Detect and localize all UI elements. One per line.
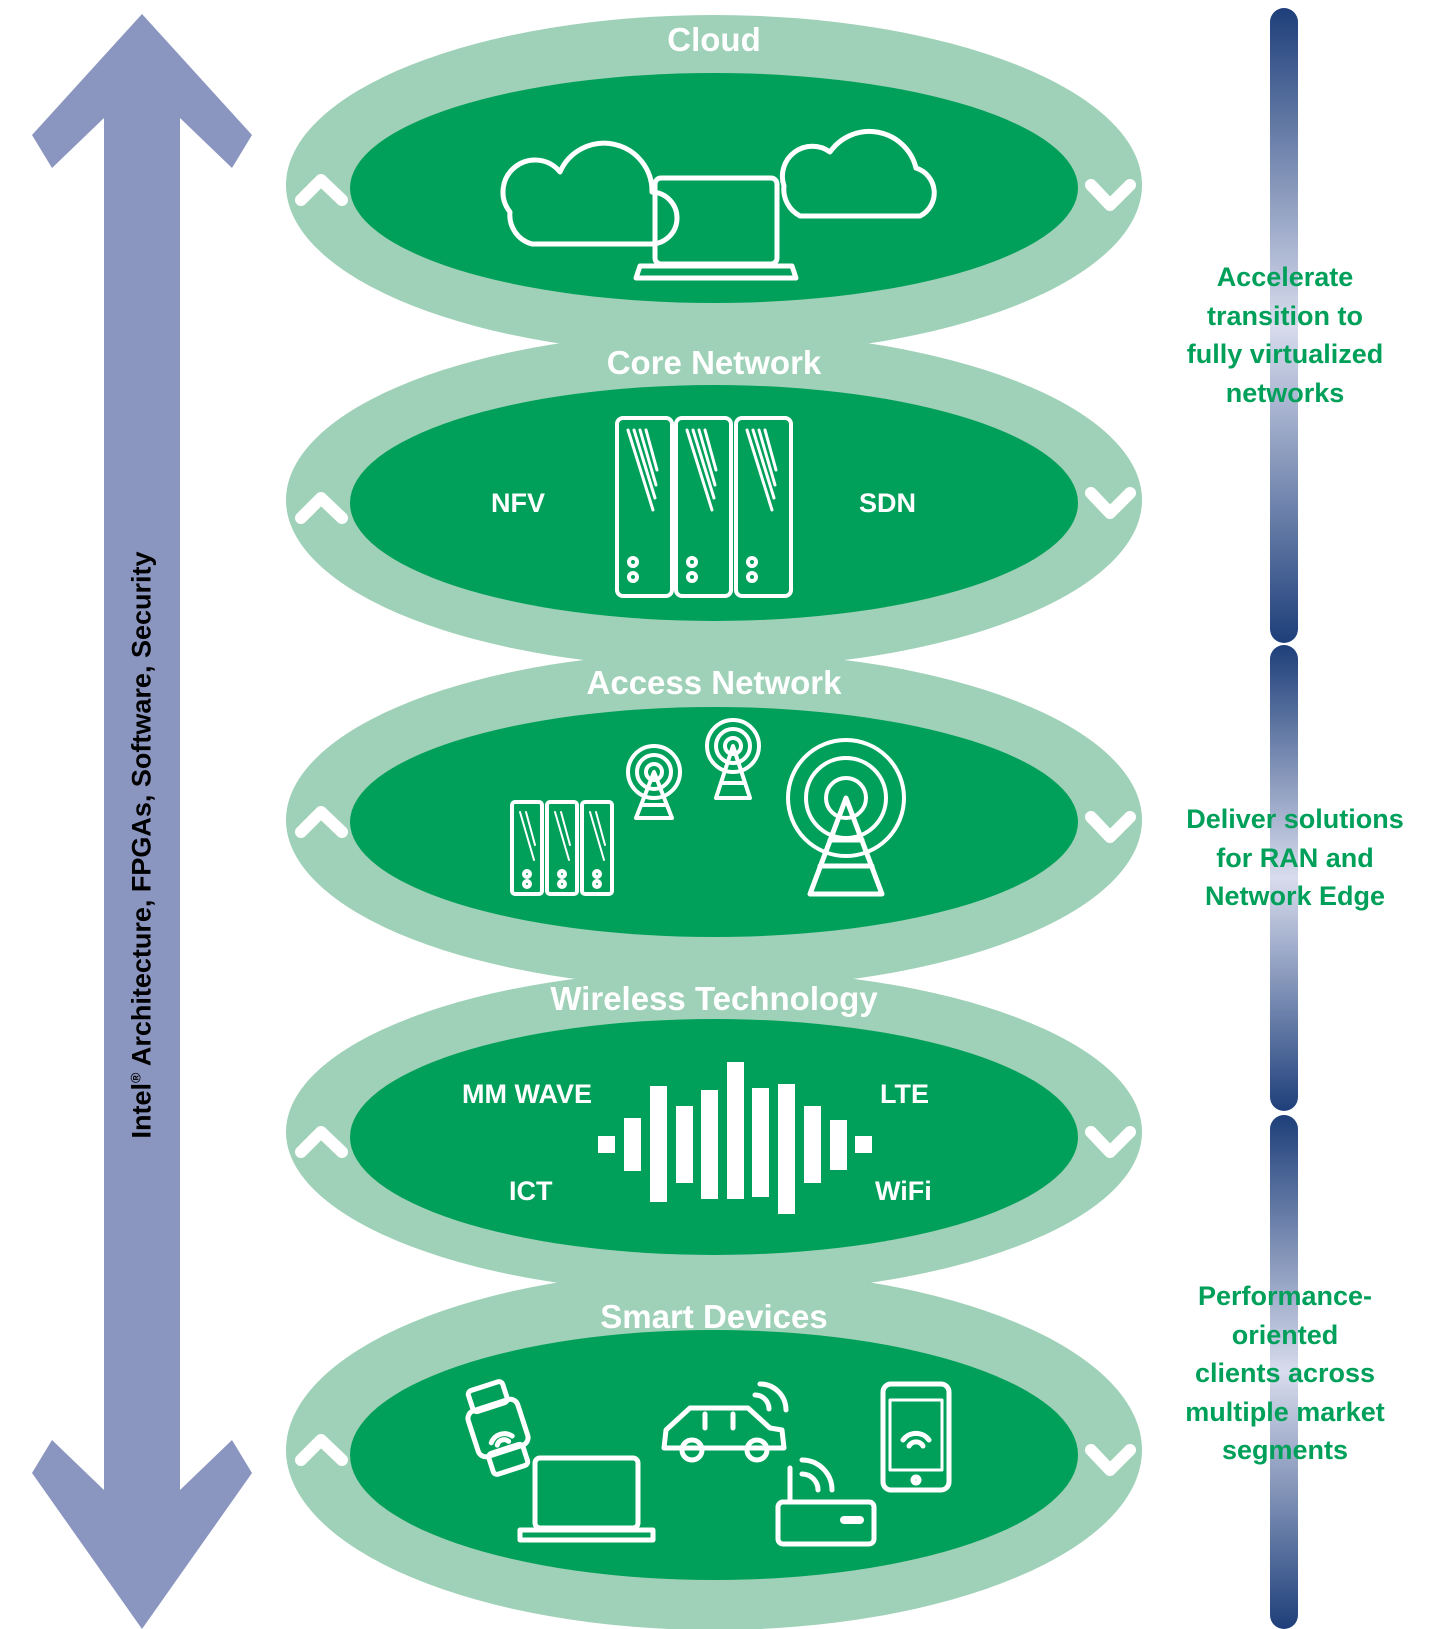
- chevron-up-icon: [295, 174, 348, 206]
- arrow-shape: [32, 14, 252, 1629]
- inner-ellipse: [350, 385, 1078, 621]
- gradient-bar-1: [1270, 8, 1298, 643]
- chevron-up-icon: [295, 1126, 348, 1158]
- chevron-up-icon: [295, 806, 348, 838]
- layer-access-network: [286, 652, 1142, 988]
- chevron-down-icon: [1085, 487, 1136, 519]
- chevron-down-icon: [1085, 811, 1136, 843]
- gradient-bar-3: [1270, 1115, 1298, 1629]
- layer-smart-devices: [286, 1270, 1142, 1629]
- side-text-ran-edge: Deliver solutions for RAN and Network Ed…: [1186, 804, 1404, 911]
- label-ict: ICT: [509, 1176, 553, 1206]
- cloud-laptop-icon: [500, 128, 937, 281]
- label-wifi: WiFi: [875, 1176, 932, 1206]
- layer-title-wireless-technology: Wireless Technology: [550, 980, 878, 1017]
- chevron-down-icon: [1085, 1126, 1136, 1158]
- layer-title-cloud: Cloud: [667, 21, 761, 58]
- label-lte: LTE: [880, 1079, 929, 1109]
- layer-wireless-technology: [286, 970, 1142, 1294]
- architecture-label: Intel® Architecture, FPGAs, Software, Se…: [126, 551, 157, 1139]
- label-sdn: SDN: [859, 488, 917, 518]
- layer-title-access-network: Access Network: [586, 664, 842, 701]
- layer-core-network: [286, 332, 1142, 668]
- double-arrow: [32, 14, 252, 1629]
- layer-title-core-network: Core Network: [606, 344, 822, 381]
- signal-wave-icon: [598, 1062, 872, 1214]
- chevron-down-icon: [1085, 1444, 1136, 1476]
- chevron-up-icon: [295, 1434, 348, 1466]
- cell-tower-icon: [510, 718, 906, 897]
- label-mm-wave: MM WAVE: [462, 1079, 592, 1109]
- server-rack-icon: [615, 416, 793, 598]
- chevron-down-icon: [1085, 179, 1136, 211]
- smart-devices-icon: [465, 1379, 952, 1547]
- chevron-up-icon: [295, 492, 348, 524]
- layer-title-smart-devices: Smart Devices: [600, 1298, 828, 1335]
- label-nfv: NFV: [491, 488, 545, 518]
- right-gradient-bars: [1270, 8, 1298, 1629]
- gradient-bar-2: [1270, 645, 1298, 1111]
- side-text-virtualized: Accelerate transition to fully virtualiz…: [1186, 262, 1384, 408]
- inner-ellipse: [350, 707, 1078, 937]
- inner-ellipse: [350, 1330, 1078, 1580]
- layer-cloud: [286, 15, 1142, 355]
- side-text-clients: Performance- oriented clients across mul…: [1185, 1281, 1385, 1465]
